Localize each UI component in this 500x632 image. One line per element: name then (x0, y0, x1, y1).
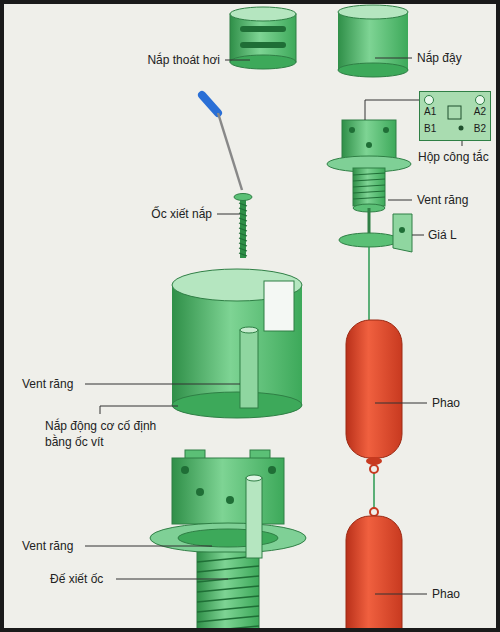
part-label: Nắp động cơ cố định bằng ốc vít (45, 418, 177, 450)
motor-cover-part (264, 281, 294, 331)
leader-lines-part (116, 579, 228, 580)
leader-lines-part (225, 60, 250, 61)
part-label: Nắp thoát hơi (147, 52, 220, 68)
cover-cap-part (338, 12, 408, 70)
base-assembly-part (172, 458, 284, 524)
switch-head-assembly-part (366, 142, 372, 148)
terminal-label: B2 (474, 123, 486, 135)
leader-lines-part (412, 235, 424, 236)
screwdriver-part (218, 113, 242, 190)
leader-lines-part (85, 546, 212, 547)
base-assembly-part (197, 552, 259, 632)
float-string-part (368, 247, 370, 320)
screw-part (239, 203, 247, 256)
part-label: Đế xiết ốc (50, 571, 103, 587)
motor-cover-part (240, 330, 258, 408)
part-label: Vent răng (22, 538, 73, 554)
terminal-label: B1 (424, 123, 436, 135)
motor-cover-part (240, 327, 258, 333)
part-label: Phao (432, 395, 460, 411)
part-label: Giá L (428, 227, 457, 243)
switch-head-assembly-part (342, 120, 396, 158)
screw-part (234, 194, 252, 201)
switch-square (448, 106, 461, 119)
terminal-label: A2 (474, 106, 486, 118)
base-assembly-part (181, 466, 189, 474)
part-label: Hộp công tắc (418, 149, 489, 165)
base-assembly-part (268, 466, 276, 474)
motor-cover-part (172, 392, 302, 418)
switch-head-assembly (327, 120, 412, 252)
terminal-circle (425, 96, 434, 105)
base-assembly-part (178, 529, 278, 547)
screw-part (240, 198, 246, 258)
motor-cover (172, 269, 302, 418)
switch-head-assembly-part (353, 173, 385, 199)
vent-cap-part (240, 42, 286, 48)
leader-lines-part (217, 214, 240, 215)
switch-head-assembly-part (353, 168, 385, 206)
float-2-part (346, 516, 402, 632)
screwdriver-part (202, 95, 218, 113)
base-assembly-part (226, 496, 234, 504)
terminal-label: A1 (424, 106, 436, 118)
part-label: Ốc xiết nắp (151, 206, 212, 222)
leader-lines-part (375, 594, 427, 595)
leader-lines-part (375, 58, 412, 59)
switch-box: A1 A2B1 B2 (419, 91, 491, 141)
base-assembly-part (197, 556, 259, 632)
leader-lines-part (100, 406, 178, 414)
float-2-part (370, 508, 378, 516)
leader-lines-part (365, 100, 419, 120)
base-assembly-part (150, 523, 306, 553)
float-1 (346, 320, 402, 473)
terminal-circle (476, 96, 485, 105)
vent-cap-part (240, 26, 286, 32)
switch-head-assembly-part (399, 227, 405, 233)
switch-head-assembly-part (349, 127, 355, 133)
switch-head-assembly-part (368, 208, 371, 236)
screw (234, 194, 252, 259)
float-1-part (346, 320, 402, 458)
leader-lines-part (375, 403, 427, 404)
vent-cap-part (230, 55, 296, 69)
float-2 (346, 508, 402, 632)
part-label: Nắp đậy (417, 50, 462, 66)
part-label: Vent răng (417, 192, 468, 208)
screwdriver (202, 95, 242, 190)
cover-cap (338, 5, 408, 77)
cover-cap-part (338, 63, 408, 77)
switch-head-assembly-part (339, 233, 399, 247)
cover-cap-part (338, 5, 408, 19)
leader-lines-part (85, 384, 240, 385)
float-1-part (370, 465, 378, 473)
float-1-part (366, 457, 382, 465)
switch-head-assembly-part (383, 127, 389, 133)
part-label: Phao (432, 586, 460, 602)
leader-lines (85, 58, 462, 594)
float-string-part (373, 473, 375, 508)
part-label: Vent răng (22, 376, 73, 392)
base-assembly-part (246, 478, 262, 558)
switch-head-assembly-part (393, 214, 412, 252)
base-assembly-part (246, 475, 262, 481)
base-assembly-part (196, 488, 204, 496)
vent-cap-part (230, 7, 296, 21)
leader-lines-part (388, 200, 412, 201)
base-assembly (150, 450, 306, 632)
switch-dot (459, 126, 464, 131)
